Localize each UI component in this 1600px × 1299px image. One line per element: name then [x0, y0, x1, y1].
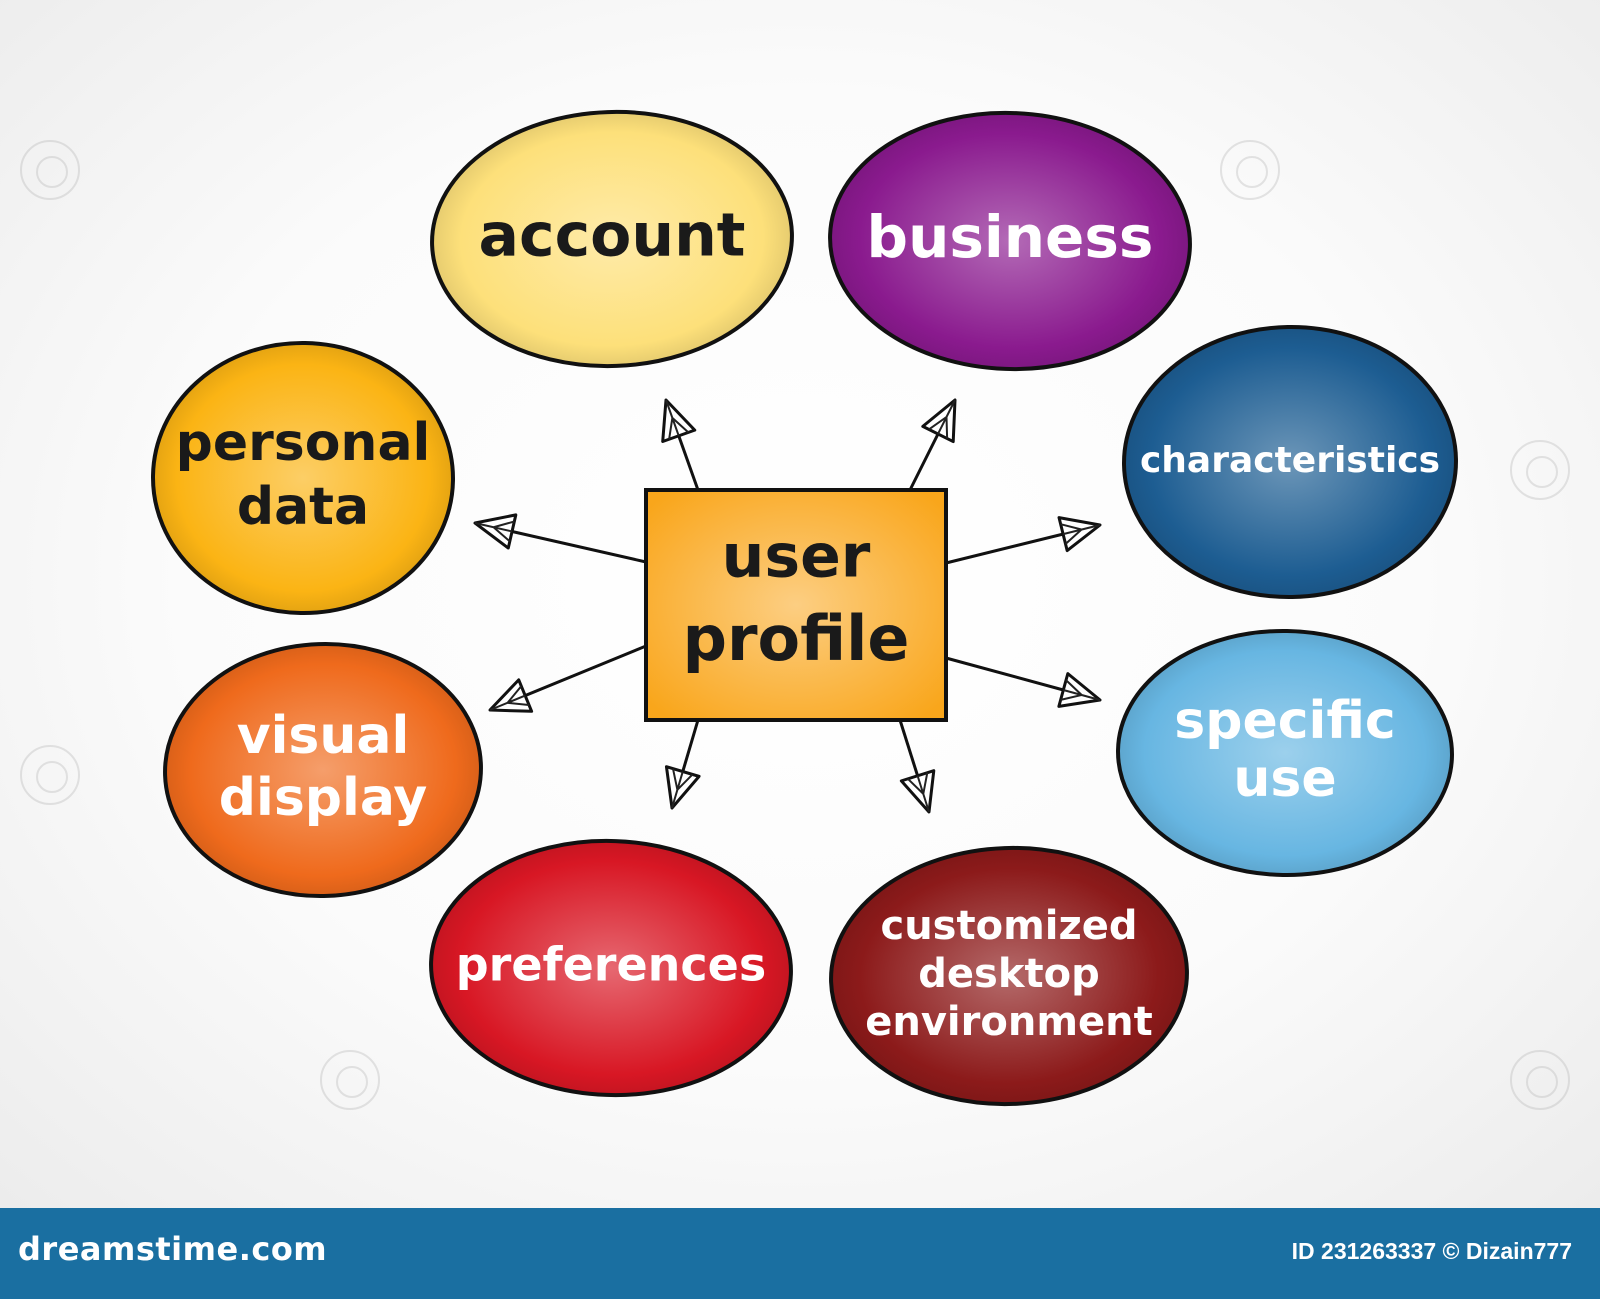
node-preferences: preferences — [429, 838, 793, 1098]
node-bubble — [163, 641, 483, 899]
node-bubble — [828, 110, 1192, 372]
center-node: user profile — [644, 488, 948, 722]
node-label: customized — [880, 903, 1137, 949]
node-label: visual — [237, 706, 410, 766]
watermark-icon — [320, 1050, 380, 1110]
node-label: business — [867, 203, 1154, 271]
arrow-0 — [661, 398, 700, 491]
node-label: data — [237, 477, 369, 537]
footer-credit: ID 231263337 © Dizain777 — [1291, 1238, 1572, 1264]
node-label: environment — [865, 999, 1152, 1045]
node-bubble — [1122, 324, 1458, 600]
node-business: business — [828, 110, 1192, 372]
node-label: characteristics — [1140, 440, 1440, 481]
watermark-icon — [20, 140, 80, 200]
watermark-icon — [20, 745, 80, 805]
node-bubble — [829, 845, 1189, 1107]
node-label: specific — [1174, 691, 1395, 751]
arrow-3 — [945, 656, 1102, 708]
node-characteristics: characteristics — [1122, 324, 1458, 600]
arrow-4 — [898, 719, 936, 814]
center-label-line2: profile — [683, 602, 910, 675]
node-label: preferences — [456, 938, 767, 992]
watermark-icon — [1510, 1050, 1570, 1110]
arrow-6 — [488, 644, 647, 713]
center-box — [644, 488, 948, 722]
node-bubble — [151, 340, 455, 616]
node-bubble — [1116, 628, 1454, 878]
arrowhead-hatch — [907, 772, 930, 813]
node-label: personal — [176, 413, 431, 473]
arrowhead-hatch — [665, 399, 690, 440]
arrows-group — [473, 398, 1102, 814]
arrowhead-hatch — [1060, 679, 1101, 701]
arrow-7 — [473, 513, 647, 564]
watermark-icon — [1510, 440, 1570, 500]
node-label: display — [219, 768, 427, 828]
footer-bar: dreamstime.com ID 231263337 © Dizain777 — [0, 1208, 1600, 1299]
arrowhead-hatch — [1060, 523, 1101, 545]
watermark-icon — [1220, 140, 1280, 200]
node-bubble — [429, 838, 793, 1098]
center-label-line1: user — [722, 522, 871, 592]
arrow-2 — [945, 516, 1102, 565]
arrow-5 — [664, 719, 701, 810]
arrowhead-hatch — [489, 685, 530, 711]
node-label: desktop — [918, 951, 1099, 997]
node-bubble — [430, 109, 794, 369]
arrowhead-hatch — [928, 399, 956, 439]
arrowhead-hatch — [671, 768, 694, 809]
node-account: account — [430, 109, 794, 369]
node-label: use — [1233, 749, 1336, 809]
node-label: account — [479, 201, 746, 271]
footer-brand: dreamstime.com — [18, 1230, 328, 1268]
arrowhead-hatch — [474, 520, 515, 543]
arrow-1 — [908, 398, 957, 491]
arrowhead-icon — [921, 398, 957, 444]
